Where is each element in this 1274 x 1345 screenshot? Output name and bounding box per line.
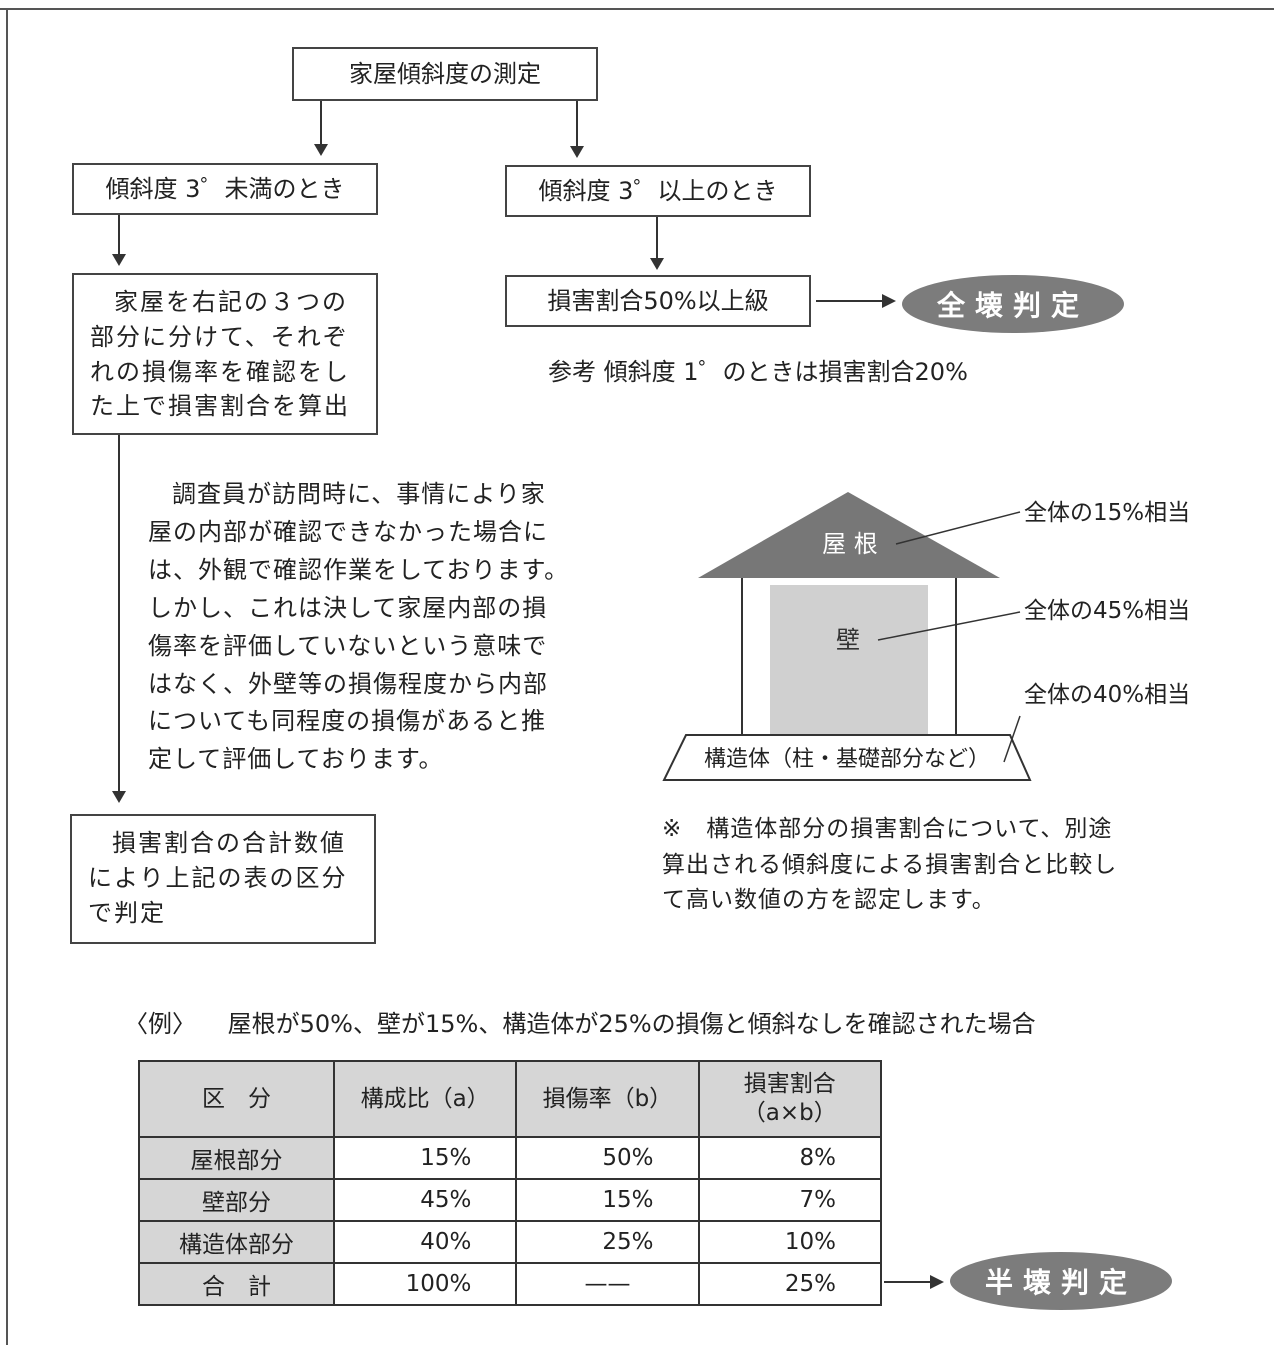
wall-leader-line [877, 611, 1021, 641]
roof-label: 屋 根 [822, 530, 878, 558]
cell-damage-rate: 50% [515, 1136, 700, 1180]
structure-note: ※ 構造体部分の損害割合について、別途 算出される傾斜度による損害割合と比較し … [662, 812, 1117, 919]
explanation-line: はなく、外壁等の損傷程度から内部 [148, 669, 548, 698]
full-destruction-verdict: 全壊判定 [902, 275, 1124, 333]
cell-damage-rate: 25% [515, 1220, 700, 1264]
less-than-3-label: 傾斜度 3゜未満のとき [105, 174, 345, 203]
roof-share-label: 全体の15%相当 [1024, 500, 1190, 526]
cell-damage-share: 8% [697, 1136, 882, 1180]
example-caption: 〈例〉 屋根が50%、壁が15%、構造体が25%の損傷と傾斜なしを確認された場合 [124, 1006, 1036, 1044]
header-category: 区 分 [138, 1060, 335, 1138]
arrow-head-right [570, 146, 584, 158]
explanation-line: についても同程度の損傷があると推 [148, 707, 547, 736]
arrow-line-left [320, 101, 322, 146]
header-damage-rate: 損傷率（b） [515, 1060, 700, 1138]
cell-damage-share: 10% [697, 1220, 882, 1264]
over-3-box: 傾斜度 3゜以上のとき [505, 165, 811, 217]
damage-table: 区 分 構成比（a） 損傷率（b） 損害割合 （a×b） 屋根部分 15% 50… [138, 1060, 882, 1306]
cell-damage-rate: 15% [515, 1178, 700, 1222]
cell-ratio: 15% [332, 1136, 518, 1180]
explanation-line: 屋の内部が確認できなかった場合に [148, 517, 548, 546]
half-destruction-verdict: 半壊判定 [950, 1252, 1172, 1310]
cell-ratio: 100% [332, 1262, 518, 1306]
explanation-line: 定して評価しております。 [148, 745, 444, 774]
full-verdict-label: 全壊判定 [936, 289, 1089, 322]
cell-damage-share: 25% [697, 1262, 882, 1306]
arrow-line-half [884, 1281, 932, 1283]
arrow-head-left [314, 144, 328, 156]
header-damage-share: 損害割合 （a×b） [697, 1060, 882, 1138]
split-parts-text: 家屋を右記の３つの部分に分けて、それぞれの損傷率を確認をした上で損害割合を算出 [90, 288, 350, 421]
arrow-head-less3 [112, 254, 126, 266]
row-label: 壁部分 [138, 1178, 335, 1222]
row-label: 構造体部分 [138, 1220, 335, 1264]
table-row: 壁部分 45% 15% 7% [138, 1178, 882, 1222]
arrow-line-over3 [656, 217, 658, 259]
roof-shape [698, 492, 1000, 578]
example-text: 屋根が50%、壁が15%、構造体が25%の損傷と傾斜なしを確認された場合 [227, 1010, 1036, 1038]
arrow-line-long [118, 435, 120, 793]
less-than-3-box: 傾斜度 3゜未満のとき [72, 163, 378, 215]
arrow-line-full [816, 300, 884, 302]
wall-label: 壁 [836, 626, 860, 654]
total-judge-box: 損害割合の合計数値により上記の表の区分で判定 [70, 814, 376, 944]
wall-shape [770, 585, 928, 735]
wall-share-label: 全体の45%相当 [1024, 598, 1190, 624]
reference-note: 参考 傾斜度 1゜のときは損害割合20% [548, 358, 968, 386]
cell-ratio: 40% [332, 1220, 518, 1264]
example-tag: 〈例〉 [124, 1010, 196, 1038]
damage-50-label: 損害割合50%以上級 [547, 286, 769, 315]
cell-damage-rate: —— [515, 1262, 700, 1306]
base-label: 構造体（柱・基礎部分など） [704, 747, 990, 772]
base-shape [662, 734, 1032, 781]
roof-leader-line [895, 511, 1021, 545]
explanation-line: 傷率を評価していないという意味で [148, 631, 548, 660]
cell-damage-share: 7% [697, 1178, 882, 1222]
frame-left-border [6, 8, 8, 1345]
table-row: 合 計 100% —— 25% [138, 1262, 882, 1306]
split-parts-box: 家屋を右記の３つの部分に分けて、それぞれの損傷率を確認をした上で損害割合を算出 [72, 273, 378, 435]
half-verdict-label: 半壊判定 [984, 1266, 1137, 1299]
arrow-line-less3 [118, 215, 120, 255]
arrow-line-right [576, 101, 578, 148]
structure-leader-line [1003, 715, 1021, 763]
row-label: 屋根部分 [138, 1136, 335, 1180]
header-ratio: 構成比（a） [332, 1060, 518, 1138]
house-diagram: 屋 根 壁 構造体（柱・基礎部分など） 全体の15%相当 全体の45%相当 全体… [662, 492, 1190, 781]
explanation-line: 調査員が訪問時に、事情により家 [172, 480, 546, 508]
table-header-row: 区 分 構成比（a） 損傷率（b） 損害割合 （a×b） [138, 1060, 882, 1138]
note-line: ※ 構造体部分の損害割合について、別途 [662, 816, 1113, 842]
damage-50-box: 損害割合50%以上級 [505, 275, 811, 327]
total-judge-text: 損害割合の合計数値により上記の表の区分で判定 [88, 829, 348, 927]
row-label: 合 計 [138, 1262, 335, 1306]
table-row: 屋根部分 15% 50% 8% [138, 1136, 882, 1180]
arrow-head-full [882, 294, 896, 308]
note-line: て高い数値の方を認定します。 [662, 887, 996, 914]
table-row: 構造体部分 40% 25% 10% [138, 1220, 882, 1264]
over-3-label: 傾斜度 3゜以上のとき [538, 176, 778, 205]
note-line: 算出される傾斜度による損害割合と比較し [662, 851, 1118, 878]
arrow-head-over3 [650, 258, 664, 270]
cell-ratio: 45% [332, 1178, 518, 1222]
explanation-line: しかし、これは決して家屋内部の損 [148, 593, 548, 622]
frame-top-border [0, 8, 1274, 10]
explanation-paragraph: 調査員が訪問時に、事情により家 屋の内部が確認できなかった場合に は、外観で確認… [148, 476, 588, 779]
structure-share-label: 全体の40%相当 [1024, 682, 1190, 708]
arrow-head-half [930, 1275, 944, 1289]
measure-label: 家屋傾斜度の測定 [349, 59, 541, 88]
explanation-line: は、外観で確認作業をしております。 [148, 555, 570, 584]
measure-box: 家屋傾斜度の測定 [292, 47, 598, 101]
arrow-head-long [112, 791, 126, 803]
